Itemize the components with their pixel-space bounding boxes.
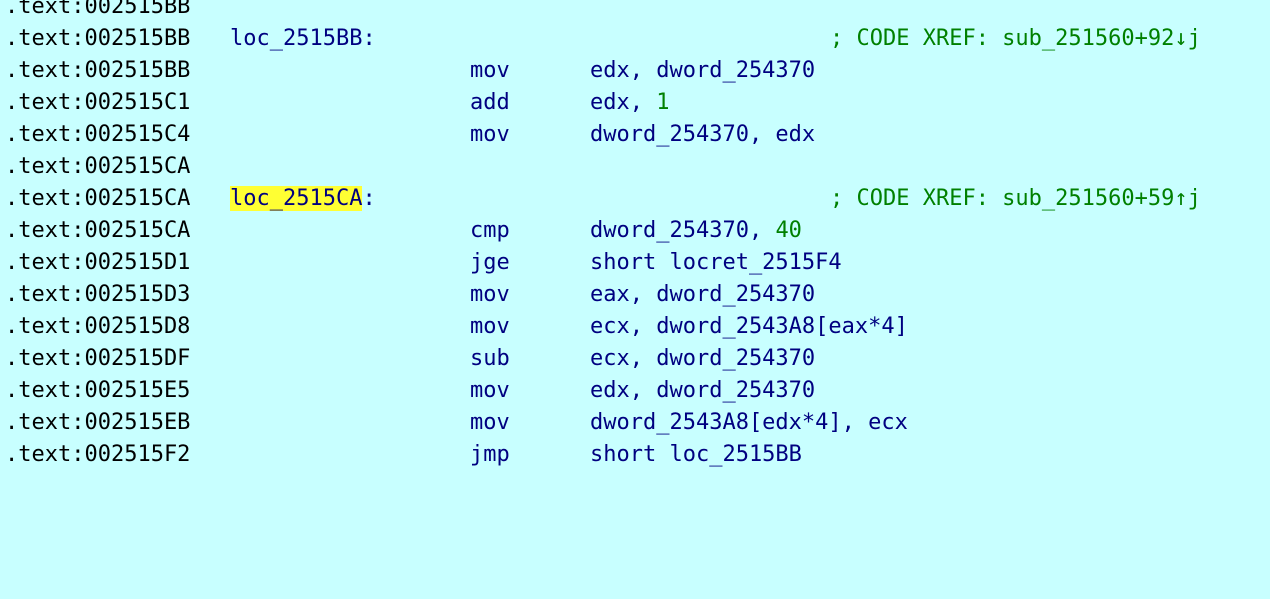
label-name[interactable]: loc_2515BB — [230, 26, 363, 51]
address: .text:002515E5 — [5, 378, 191, 403]
mnemonic: cmp — [470, 218, 510, 243]
operand-register[interactable]: edx, — [590, 90, 657, 115]
address: .text:002515F2 — [5, 442, 191, 467]
listing-line[interactable]: .text:002515D3 mov eax, dword_254370 — [0, 279, 1270, 311]
operands[interactable]: ecx, dword_2543A8[eax*4] — [590, 314, 908, 339]
operands[interactable]: ecx, dword_254370 — [590, 346, 816, 371]
mnemonic: mov — [470, 282, 510, 307]
operands[interactable]: short locret_2515F4 — [590, 250, 842, 275]
mnemonic: mov — [470, 378, 510, 403]
label-colon: : — [362, 26, 376, 51]
listing-line[interactable]: .text:002515BB — [0, 0, 1270, 23]
listing-line[interactable]: .text:002515BB loc_2515BB: ; CODE XREF: … — [0, 23, 1270, 55]
address: .text:002515C4 — [5, 122, 191, 147]
address: .text:002515C1 — [5, 90, 191, 115]
address: .text:002515D8 — [5, 314, 191, 339]
operands[interactable]: short loc_2515BB — [590, 442, 802, 467]
listing-line[interactable]: .text:002515C4 mov dword_254370, edx — [0, 119, 1270, 151]
address: .text:002515BB — [5, 26, 191, 51]
listing-line[interactable]: .text:002515C1 add edx, 1 — [0, 87, 1270, 119]
listing-line[interactable]: .text:002515CA cmp dword_254370, 40 — [0, 215, 1270, 247]
address: .text:002515D1 — [5, 250, 191, 275]
mnemonic: sub — [470, 346, 510, 371]
address: .text:002515CA — [5, 154, 191, 179]
operand-immediate: 1 — [656, 90, 670, 115]
listing-line[interactable]: .text:002515F2 jmp short loc_2515BB — [0, 439, 1270, 471]
address: .text:002515CA — [5, 186, 191, 211]
operands[interactable]: dword_254370, edx — [590, 122, 816, 147]
listing-line[interactable]: .text:002515E5 mov edx, dword_254370 — [0, 375, 1270, 407]
highlighted-label-name[interactable]: loc_2515CA — [230, 186, 363, 211]
listing-line[interactable]: .text:002515DF sub ecx, dword_254370 — [0, 343, 1270, 375]
disassembly-listing[interactable]: .text:002515BB .text:002515BB loc_2515BB… — [0, 0, 1270, 471]
listing-line[interactable]: .text:002515D8 mov ecx, dword_2543A8[eax… — [0, 311, 1270, 343]
listing-line[interactable]: .text:002515BB mov edx, dword_254370 — [0, 55, 1270, 87]
xref-comment[interactable]: ; CODE XREF: sub_251560+59↑j — [830, 186, 1201, 211]
operands[interactable]: edx, dword_254370 — [590, 378, 816, 403]
label-colon: : — [362, 186, 376, 211]
address: .text:002515CA — [5, 218, 191, 243]
operands[interactable]: edx, 1 — [590, 87, 669, 119]
code-label[interactable]: loc_2515CA: — [230, 183, 376, 215]
operands[interactable]: eax, dword_254370 — [590, 282, 816, 307]
mnemonic: mov — [470, 410, 510, 435]
operands[interactable]: dword_254370, 40 — [590, 215, 802, 247]
operands[interactable]: dword_2543A8[edx*4], ecx — [590, 410, 908, 435]
address: .text:002515DF — [5, 346, 191, 371]
operand-memory[interactable]: dword_254370, — [590, 218, 776, 243]
listing-line[interactable]: .text:002515D1 jge short locret_2515F4 — [0, 247, 1270, 279]
operands[interactable]: edx, dword_254370 — [590, 58, 816, 83]
listing-line[interactable]: .text:002515EB mov dword_2543A8[edx*4], … — [0, 407, 1270, 439]
address: .text:002515BB — [5, 0, 191, 19]
address: .text:002515BB — [5, 58, 191, 83]
code-label[interactable]: loc_2515BB: — [230, 23, 376, 55]
mnemonic: jmp — [470, 442, 510, 467]
mnemonic: mov — [470, 314, 510, 339]
address: .text:002515D3 — [5, 282, 191, 307]
mnemonic: mov — [470, 122, 510, 147]
mnemonic: add — [470, 90, 510, 115]
xref-comment[interactable]: ; CODE XREF: sub_251560+92↓j — [830, 26, 1201, 51]
listing-line[interactable]: .text:002515CA — [0, 151, 1270, 183]
operand-immediate: 40 — [775, 218, 802, 243]
listing-line[interactable]: .text:002515CA loc_2515CA: ; CODE XREF: … — [0, 183, 1270, 215]
mnemonic: mov — [470, 58, 510, 83]
address: .text:002515EB — [5, 410, 191, 435]
mnemonic: jge — [470, 250, 510, 275]
